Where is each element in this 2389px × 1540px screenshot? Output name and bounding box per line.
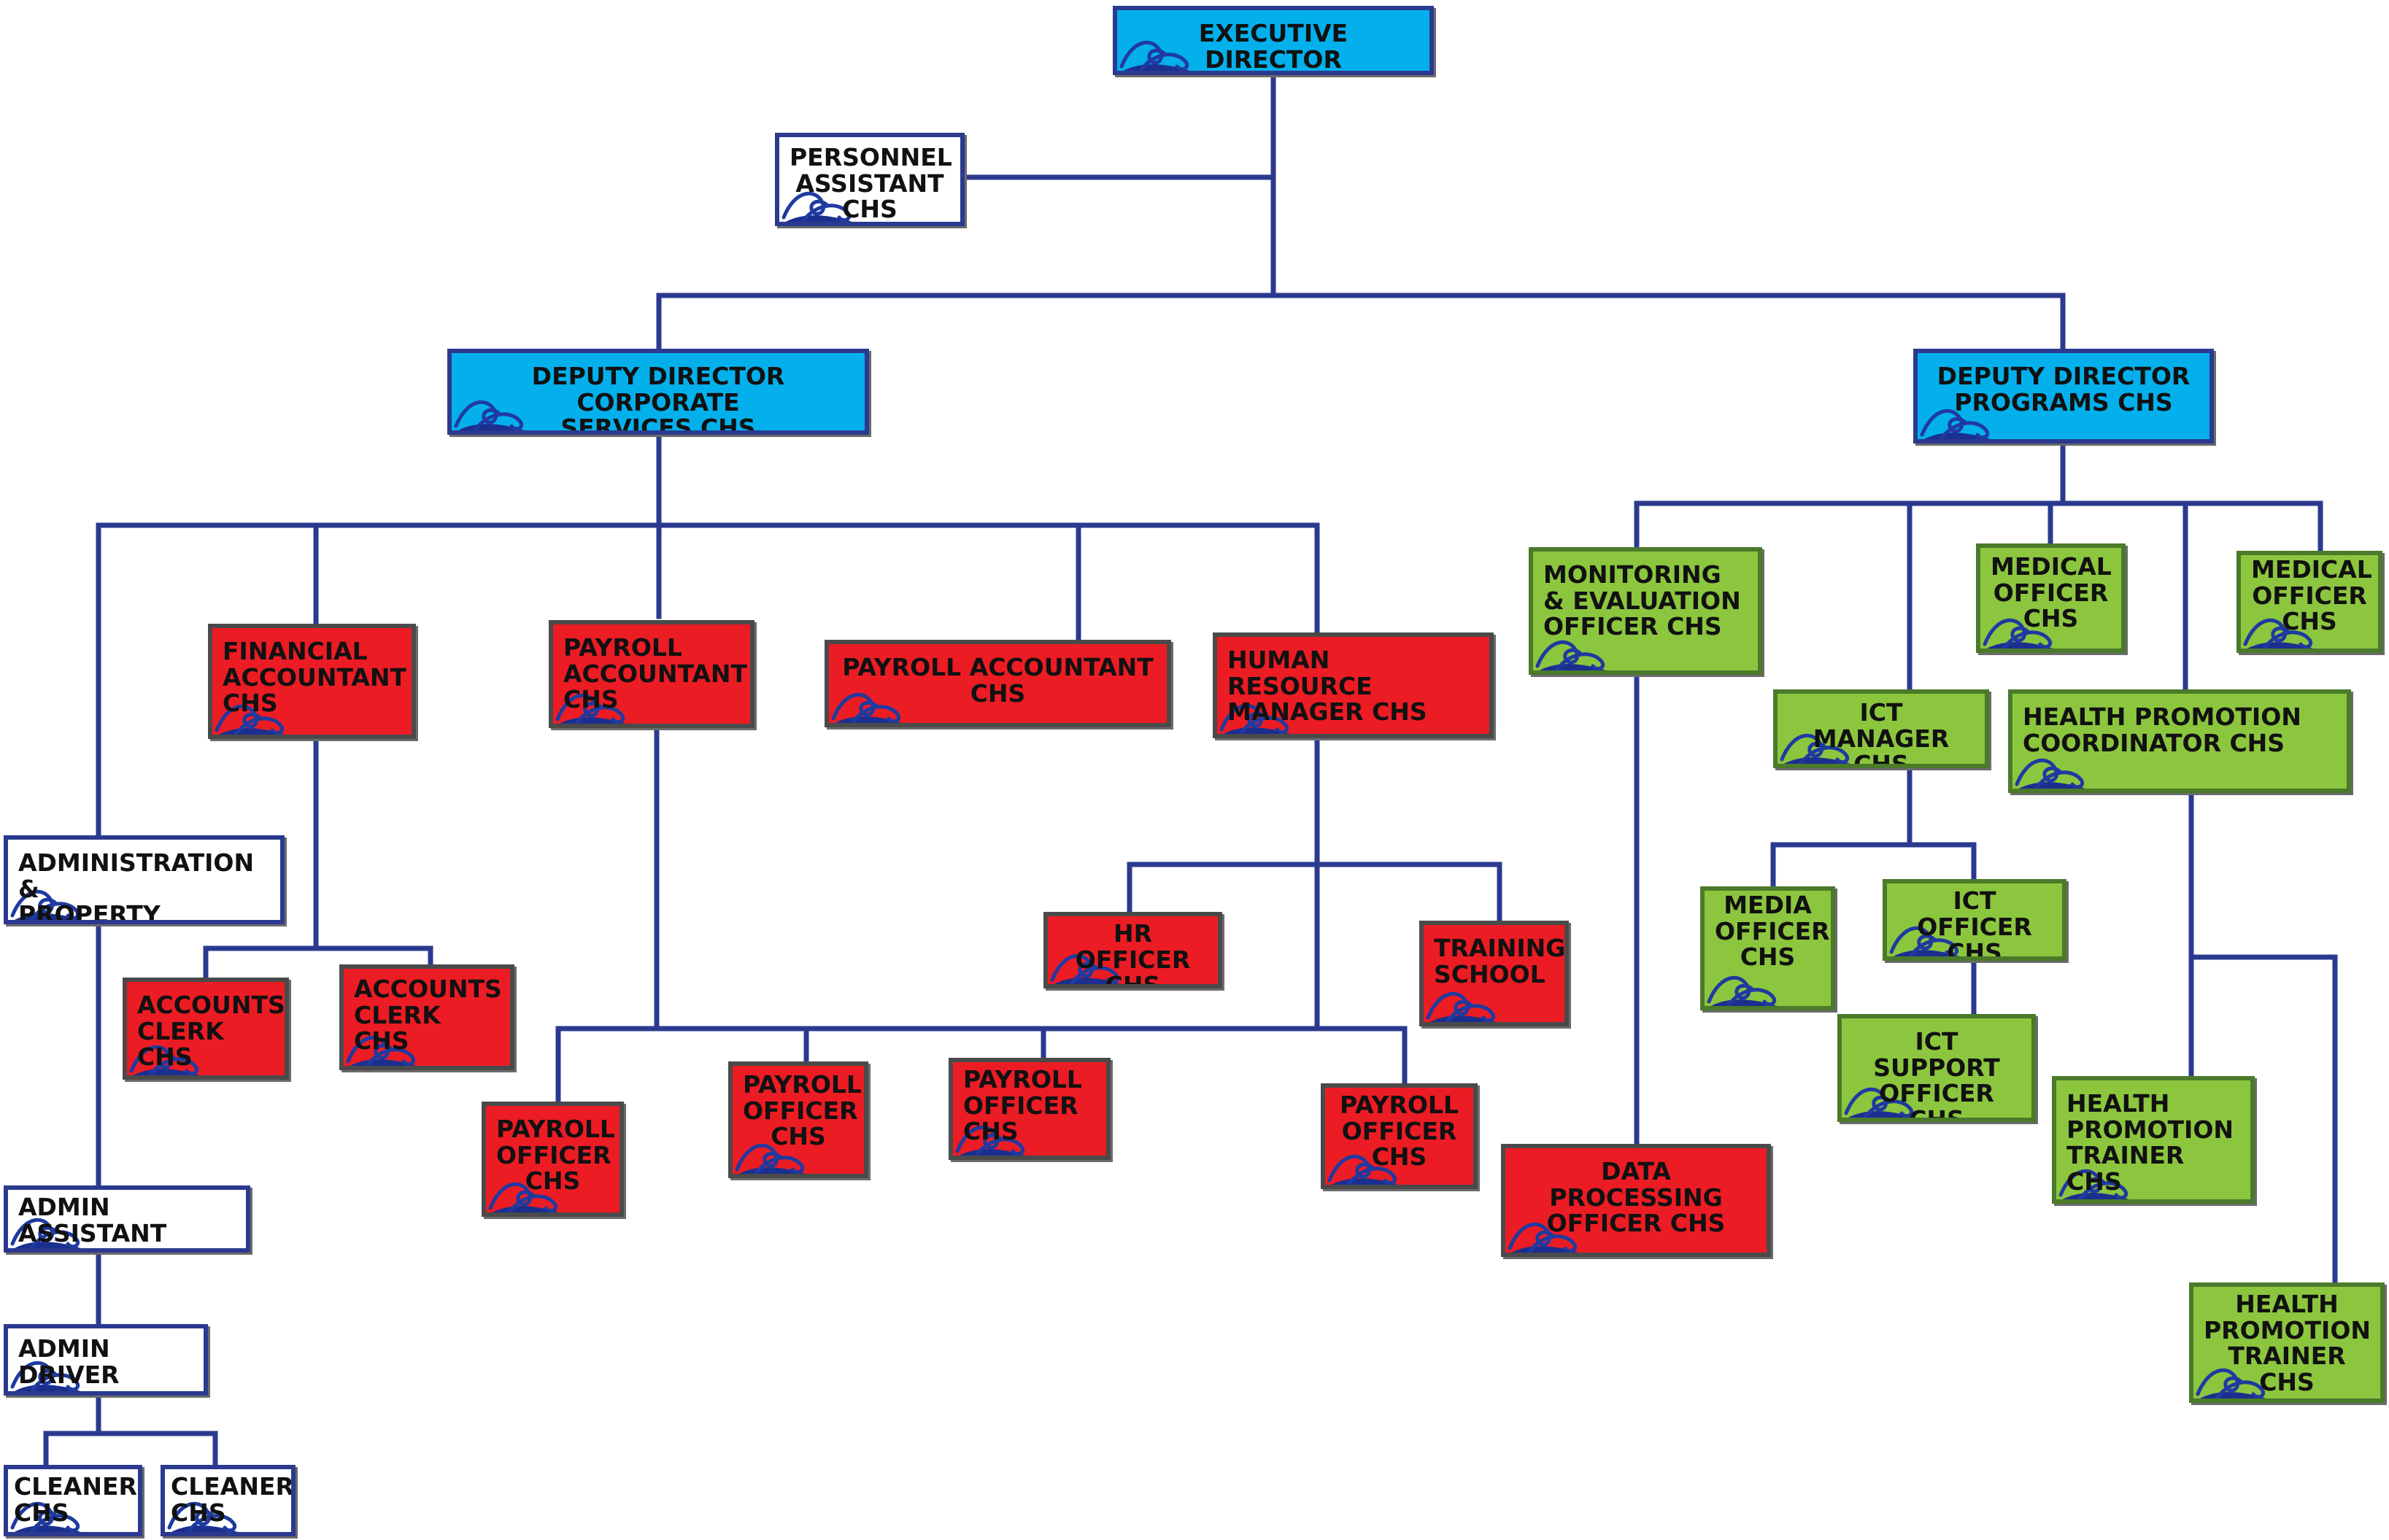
node-financial-accountant-label: FINANCIAL ACCOUNTANT CHS <box>223 637 407 718</box>
node-hr-officer-label: HR OFFICER CHS <box>1075 919 1191 988</box>
node-health-promotion-trainer-1: HEALTH PROMOTION TRAINER CHS <box>2052 1076 2255 1204</box>
node-ict-support-officer-label: ICT SUPPORT OFFICER CHS <box>1873 1027 2000 1122</box>
node-ict-support-officer: ICT SUPPORT OFFICER CHS <box>1837 1014 2036 1122</box>
node-deputy-director-programs-label: DEPUTY DIRECTOR PROGRAMS CHS <box>1937 362 2191 417</box>
node-payroll-officer-1-label: PAYROLL OFFICER CHS <box>496 1115 615 1196</box>
node-medical-officer-1-label: MEDICAL OFFICER CHS <box>1991 552 2112 633</box>
node-media-officer: MEDIA OFFICER CHS <box>1700 886 1835 1010</box>
node-financial-accountant: FINANCIAL ACCOUNTANT CHS <box>208 624 416 739</box>
node-accounts-clerk-1-label: ACCOUNTS CLERK CHS <box>137 991 285 1072</box>
node-administration-property-officer: ADMINISTRATION & PROPERTY OFFICER <box>4 835 285 924</box>
node-health-promotion-trainer-2-label: HEALTH PROMOTION TRAINER CHS <box>2204 1290 2371 1396</box>
node-payroll-accountant-1: PAYROLL ACCOUNTANT CHS <box>549 620 754 728</box>
node-ict-officer: ICT OFFICER CHS <box>1883 879 2066 961</box>
node-payroll-officer-4: PAYROLL OFFICER CHS <box>1321 1083 1478 1189</box>
node-payroll-officer-4-label: PAYROLL OFFICER CHS <box>1340 1091 1459 1172</box>
node-admin-assistant-label: ADMIN ASSISTANT CHS <box>18 1193 167 1248</box>
node-monitoring-evaluation-officer: MONITORING & EVALUATION OFFICER CHS <box>1529 547 1762 675</box>
node-deputy-director-corporate: DEPUTY DIRECTOR CORPORATE SERVICES CHS <box>447 349 869 435</box>
node-data-processing-officer: DATA PROCESSING OFFICER CHS <box>1501 1144 1771 1257</box>
node-payroll-officer-3: PAYROLL OFFICER CHS <box>949 1058 1111 1160</box>
node-payroll-officer-2: PAYROLL OFFICER CHS <box>728 1061 868 1178</box>
node-admin-driver: ADMIN DRIVER CHS <box>4 1324 208 1396</box>
node-health-promotion-trainer-2: HEALTH PROMOTION TRAINER CHS <box>2189 1282 2385 1403</box>
node-health-promotion-coordinator-label: HEALTH PROMOTION COORDINATOR CHS <box>2023 703 2301 757</box>
node-accounts-clerk-2: ACCOUNTS CLERK CHS <box>339 964 514 1070</box>
node-hr-manager-label: HUMAN RESOURCE MANAGER CHS <box>1227 646 1427 727</box>
node-training-school: TRAINING SCHOOL <box>1419 921 1569 1026</box>
node-admin-driver-label: ADMIN DRIVER CHS <box>18 1334 120 1391</box>
node-ict-officer-label: ICT OFFICER CHS <box>1917 886 2032 961</box>
node-personnel-assistant: PERSONNEL ASSISTANT CHS <box>775 133 965 226</box>
node-admin-assistant: ADMIN ASSISTANT CHS <box>4 1185 250 1253</box>
node-personnel-assistant-label: PERSONNEL ASSISTANT CHS <box>790 143 952 224</box>
node-medical-officer-2-label: MEDICAL OFFICER CHS <box>2251 555 2372 636</box>
node-hr-officer: HR OFFICER CHS <box>1043 912 1222 988</box>
node-training-school-label: TRAINING SCHOOL <box>1434 934 1566 988</box>
node-ict-manager-label: ICT MANAGER CHS <box>1813 698 1950 768</box>
node-cleaner-2-label: CLEANER CHS <box>171 1472 294 1527</box>
node-data-processing-officer-label: DATA PROCESSING OFFICER CHS <box>1546 1157 1726 1238</box>
node-medical-officer-1: MEDICAL OFFICER CHS <box>1976 543 2126 653</box>
node-monitoring-evaluation-officer-label: MONITORING & EVALUATION OFFICER CHS <box>1543 560 1741 641</box>
node-executive-director: EXECUTIVE DIRECTOR CHS <box>1113 6 1434 75</box>
node-payroll-accountant-2: PAYROLL ACCOUNTANT CHS <box>825 640 1171 727</box>
node-health-promotion-trainer-1-label: HEALTH PROMOTION TRAINER CHS <box>2066 1089 2234 1196</box>
node-deputy-director-corporate-label: DEPUTY DIRECTOR CORPORATE SERVICES CHS <box>531 362 785 435</box>
node-cleaner-1-label: CLEANER CHS <box>14 1472 137 1527</box>
node-media-officer-label: MEDIA OFFICER CHS <box>1715 891 1830 972</box>
node-ict-manager: ICT MANAGER CHS <box>1773 689 1989 768</box>
node-accounts-clerk-1: ACCOUNTS CLERK CHS <box>123 978 289 1080</box>
node-administration-property-officer-label: ADMINISTRATION & PROPERTY OFFICER <box>18 848 255 924</box>
node-hr-manager: HUMAN RESOURCE MANAGER CHS <box>1213 632 1494 738</box>
node-cleaner-1: CLEANER CHS <box>4 1465 142 1536</box>
node-payroll-officer-1: PAYROLL OFFICER CHS <box>482 1102 624 1217</box>
node-accounts-clerk-2-label: ACCOUNTS CLERK CHS <box>354 975 502 1056</box>
node-payroll-officer-3-label: PAYROLL OFFICER CHS <box>963 1065 1082 1146</box>
node-deputy-director-programs: DEPUTY DIRECTOR PROGRAMS CHS <box>1913 349 2214 444</box>
node-executive-director-label: EXECUTIVE DIRECTOR CHS <box>1198 19 1348 74</box>
node-payroll-accountant-2-label: PAYROLL ACCOUNTANT CHS <box>842 653 1154 708</box>
node-payroll-accountant-1-label: PAYROLL ACCOUNTANT CHS <box>563 633 748 714</box>
node-cleaner-2: CLEANER CHS <box>161 1465 296 1536</box>
node-medical-officer-2: MEDICAL OFFICER CHS <box>2236 551 2382 653</box>
node-health-promotion-coordinator: HEALTH PROMOTION COORDINATOR CHS <box>2008 689 2351 793</box>
node-payroll-officer-2-label: PAYROLL OFFICER CHS <box>743 1070 862 1151</box>
